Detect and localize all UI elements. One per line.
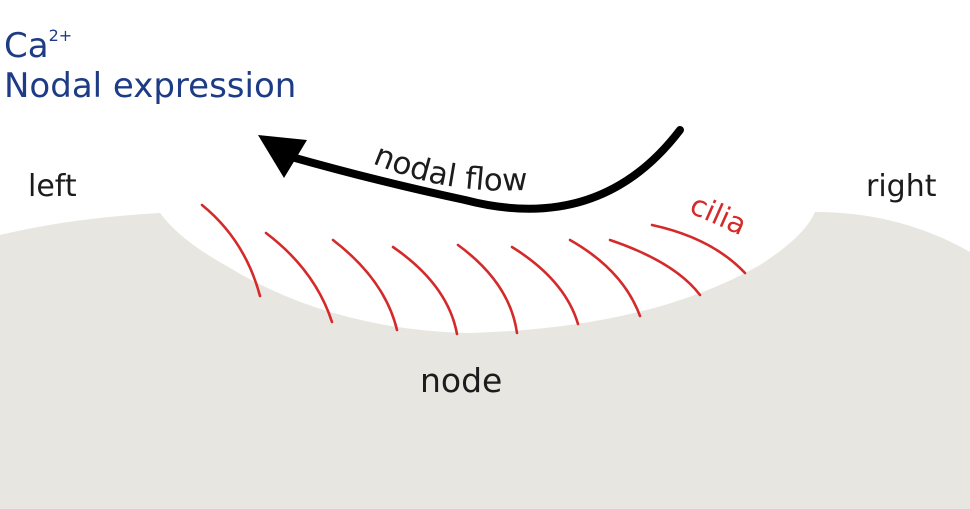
cilium (608, 238, 702, 297)
cilium (391, 245, 459, 336)
cilium (264, 231, 334, 324)
nodal-expression-label: Nodal expression (4, 66, 297, 106)
node-tissue (0, 212, 970, 509)
arrowhead-icon (258, 135, 307, 178)
nodal-flow-arrow (284, 126, 684, 213)
ion-label: Ca (4, 26, 49, 66)
nodal-flow-label: nodal flow (369, 137, 528, 199)
ion-charge: 2+ (48, 26, 73, 45)
cilium (200, 203, 262, 298)
cilium (568, 238, 642, 318)
cilium (650, 223, 747, 275)
ca-label: Ca2+ (4, 16, 72, 66)
cilium (331, 238, 399, 332)
right-label: right (866, 169, 937, 204)
node-label: node (420, 361, 503, 400)
cilia-label: cilia (685, 187, 752, 242)
cilium (456, 243, 519, 335)
cilium (510, 245, 580, 326)
left-label: left (28, 169, 77, 204)
cilia-group (200, 203, 747, 336)
